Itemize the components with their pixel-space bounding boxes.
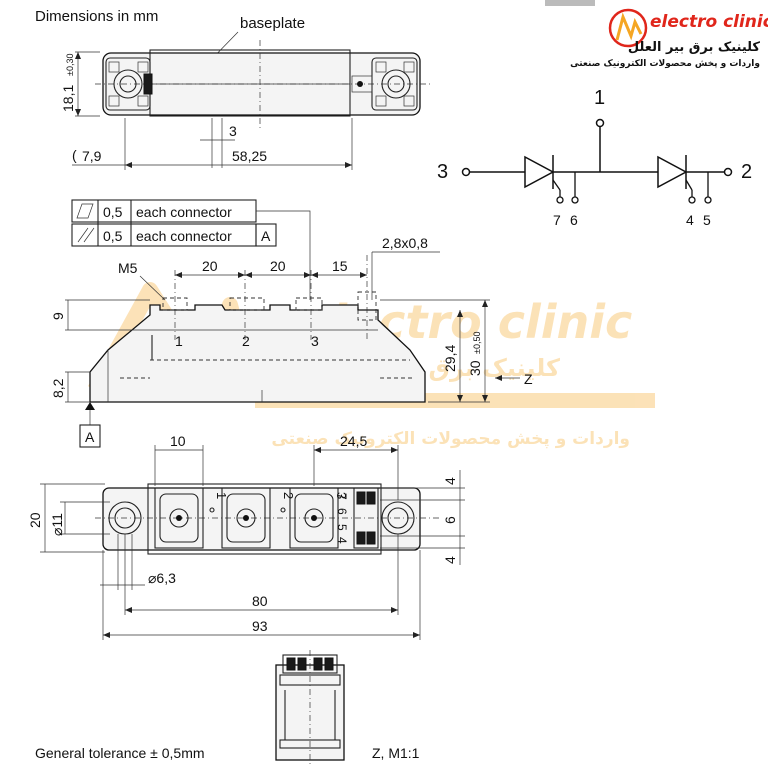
height-18-1-tol: ±0,30 — [65, 54, 75, 76]
dim-24-5: 24,5 — [340, 433, 367, 449]
gate-4: 4 — [686, 212, 694, 228]
end-view-z — [275, 650, 345, 765]
tab-2-8x0-8: 2,8x0,8 — [382, 235, 428, 251]
height-29-4: 29,4 — [442, 345, 458, 372]
datum-triangle-icon — [85, 402, 95, 410]
pin-7: 7 — [335, 493, 349, 500]
terminal-mark-2: 2 — [281, 492, 296, 499]
left-mount-hole-icon — [113, 69, 143, 99]
top-view: 18,1 ±0,30 3 58,25 ( 7,9 — [60, 40, 430, 170]
dim-6: 6 — [442, 516, 458, 524]
bottom-view: 1 2 3 7 6 5 4 10 24,5 20 ⌀1 — [27, 433, 465, 640]
dim-10: 10 — [170, 433, 186, 449]
baseplate-label: baseplate — [240, 15, 305, 32]
tol-row2-text: each connector — [136, 228, 232, 244]
circuit-schematic: 1 3 2 7 6 4 5 — [437, 87, 752, 228]
parallelism-icon — [77, 227, 95, 243]
tol-row1-text: each connector — [136, 204, 232, 220]
logo-brand-en: electro clinic — [650, 12, 768, 32]
logo-ring-icon — [608, 8, 648, 48]
node-2-label: 2 — [741, 161, 752, 183]
svg-text:(: ( — [72, 147, 77, 163]
datum-a: A — [85, 429, 95, 445]
tol-row2-value: 0,5 — [103, 228, 123, 244]
offset-3: 3 — [229, 123, 237, 139]
gate-7: 7 — [553, 212, 561, 228]
tol-row1-value: 0,5 — [103, 204, 123, 220]
general-tolerance: General tolerance ± 0,5mm — [35, 745, 205, 761]
pin-4: 4 — [335, 537, 349, 544]
logo-bolt-icon — [615, 12, 643, 41]
node-3-label: 3 — [437, 161, 448, 183]
height-30: 30 — [467, 360, 483, 376]
pitch-15: 15 — [332, 258, 348, 274]
logo-tagline: واردات و پخش محصولات الکترونیک صنعتی — [570, 59, 760, 69]
node-3-terminal-icon — [461, 167, 471, 177]
height-9: 9 — [50, 312, 66, 320]
bottom-terminal-1 — [154, 487, 204, 549]
view-z-label: Z — [524, 371, 533, 387]
thyristor-left-icon — [524, 155, 579, 204]
node-2-terminal-icon — [723, 167, 733, 177]
flatness-icon — [76, 203, 94, 219]
thyristor-right-icon — [657, 155, 712, 204]
side-7-9: 7,9 — [82, 148, 102, 164]
watermark-tagline: واردات و پخش محصولات الکترونیک صنعتی — [271, 429, 630, 449]
dia-11: ⌀11 — [49, 513, 65, 536]
dimensions-note: Dimensions in mm — [35, 8, 158, 25]
dia-6-3: ⌀6,3 — [148, 570, 176, 586]
height-8-2: 8,2 — [50, 378, 66, 398]
side-view-body — [89, 304, 426, 403]
pitch-20-a: 20 — [202, 258, 218, 274]
thread-m5: M5 — [118, 260, 138, 276]
gate-5: 5 — [703, 212, 711, 228]
terminal-1-label: 1 — [175, 333, 183, 349]
logo-brand-fa: کلینیک برق بیر العلل — [628, 40, 761, 55]
side-view: M5 20 20 15 2,8x0,8 1 2 3 9 8,2 29,4 30 … — [50, 235, 533, 448]
pitch-20-b: 20 — [270, 258, 286, 274]
tol-row2-datum: A — [261, 228, 271, 244]
height-30-tol: ±0,50 — [472, 332, 482, 354]
node-1-label: 1 — [594, 87, 605, 109]
scale-note: Z, M1:1 — [372, 745, 420, 761]
control-pins: 7 6 5 4 — [335, 487, 379, 549]
bottom-terminal-2 — [221, 487, 271, 549]
gate-6: 6 — [570, 212, 578, 228]
bottom-terminal-3 — [289, 487, 339, 549]
brand-logo: electro clinic کلینیک برق بیر العلل وارد… — [545, 0, 768, 69]
terminal-mark-3: 3 — [334, 492, 349, 499]
tolerance-frame: 0,5 each connector 0,5 each connector A — [71, 199, 311, 300]
node-1-terminal-icon — [595, 118, 605, 128]
terminal-2-label: 2 — [242, 333, 250, 349]
height-18-1: 18,1 — [60, 85, 76, 112]
right-mount-hole-icon — [381, 69, 411, 99]
terminal-3-label: 3 — [311, 333, 319, 349]
dim-93: 93 — [252, 618, 268, 634]
terminal-mark-1: 1 — [214, 492, 229, 499]
dim-80: 80 — [252, 593, 268, 609]
pin-6: 6 — [335, 508, 349, 515]
logo-gray-bar — [545, 0, 595, 6]
length-58-25: 58,25 — [232, 148, 267, 164]
dim-20: 20 — [27, 512, 43, 528]
dim-4-top: 4 — [442, 477, 458, 485]
pin-5: 5 — [335, 524, 349, 531]
dim-4-bottom: 4 — [442, 556, 458, 564]
